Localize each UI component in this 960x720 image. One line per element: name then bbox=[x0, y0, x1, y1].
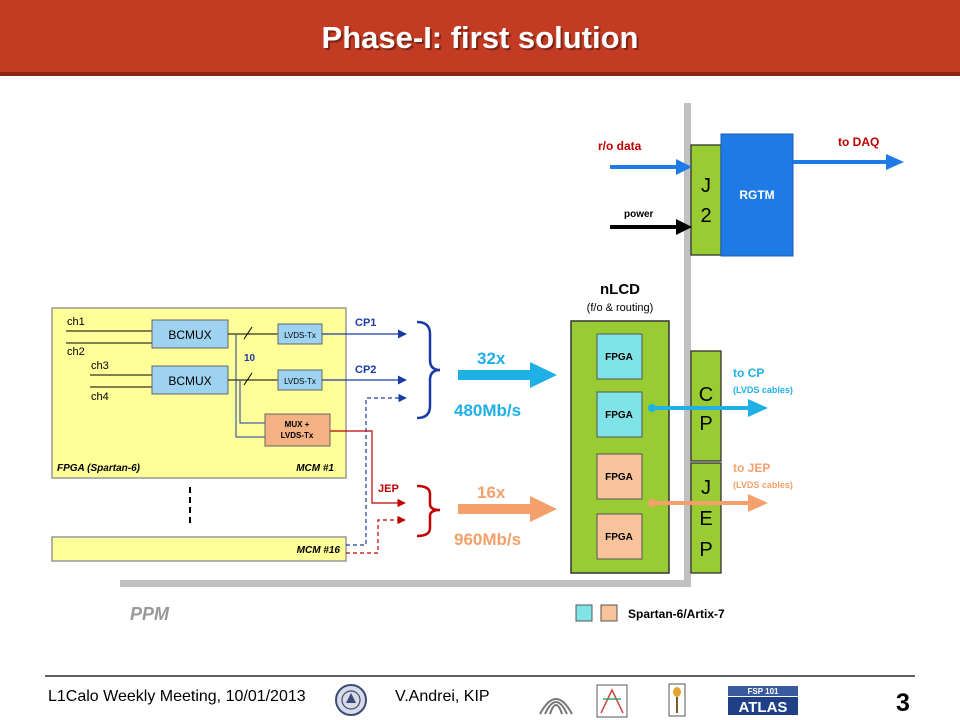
ro-data-arrow bbox=[610, 159, 692, 175]
j2-connector-j: J bbox=[701, 175, 711, 197]
j2-connector bbox=[690, 144, 722, 256]
atlas-label: ATLAS bbox=[739, 699, 788, 716]
nlcd-fpga-1-label: FPGA bbox=[605, 352, 633, 363]
title-bar: Phase-I: first solution Phase-I: first s… bbox=[0, 0, 960, 76]
fpga-spartan6-label: FPGA (Spartan-6) bbox=[57, 463, 141, 474]
ppm-label: PPM bbox=[130, 604, 170, 624]
mcm1-board: ch1 ch2 ch3 ch4 BCMUX BCMUX 10 LVDS-Tx L… bbox=[51, 307, 347, 479]
footer-author: V.Andrei, KIP bbox=[395, 688, 490, 705]
mcm16-jep-link bbox=[346, 515, 406, 554]
mux-lvds-tx-label-2: LVDS-Tx bbox=[281, 431, 314, 440]
to-jep-arrow bbox=[648, 494, 768, 512]
bcmux-1 bbox=[151, 319, 229, 349]
footer-meeting: L1Calo Weekly Meeting, 10/01/2013 bbox=[48, 688, 306, 705]
mcm16-board: MCM #16 bbox=[51, 536, 347, 562]
legend-label: Spartan-6/Artix-7 bbox=[628, 607, 725, 621]
jep-label: JEP bbox=[378, 483, 399, 495]
lvds-tx-2-label: LVDS-Tx bbox=[284, 377, 316, 386]
channel-4-label: ch4 bbox=[91, 391, 109, 403]
to-jep-label: to JEP bbox=[733, 461, 770, 475]
channel-2-label: ch2 bbox=[67, 346, 85, 358]
to-cp-sub-label: (LVDS cables) bbox=[733, 385, 793, 395]
to-daq-arrow bbox=[793, 154, 904, 170]
lvds-tx-1-label: LVDS-Tx bbox=[284, 331, 316, 340]
power-arrow bbox=[610, 219, 692, 235]
jep-fanout-arrow bbox=[458, 496, 557, 522]
nlcd-title: nLCD bbox=[600, 281, 640, 298]
rgtm-label: RGTM bbox=[739, 188, 774, 202]
nlcd-fpga-1 bbox=[596, 333, 643, 380]
jep-rate-label: 960Mb/s bbox=[454, 530, 521, 549]
footer-page-number: 3 bbox=[896, 689, 910, 717]
cp1-label: CP1 bbox=[355, 317, 376, 329]
mux-lvds-tx bbox=[264, 413, 331, 447]
fsp-label: FSP 101 bbox=[748, 687, 780, 696]
nlcd-fpga-4-label: FPGA bbox=[605, 532, 633, 543]
nlcd-fpga-3 bbox=[596, 453, 643, 500]
page-title-text: Phase-I: first solution bbox=[322, 20, 639, 55]
to-jep-sub-label: (LVDS cables) bbox=[733, 480, 793, 490]
jep-connector-j: J bbox=[701, 477, 711, 499]
cp-count-label: 32x bbox=[477, 349, 506, 368]
nlcd-fpga-3-label: FPGA bbox=[605, 472, 633, 483]
page-title: Phase-I: first solution bbox=[324, 22, 641, 57]
atlas-logo: FSP 101 ATLAS bbox=[728, 686, 798, 716]
jep-link bbox=[330, 430, 406, 508]
nlcd-fpga-2-label: FPGA bbox=[605, 410, 633, 421]
channel-3-label: ch3 bbox=[91, 360, 109, 372]
backplane bbox=[120, 103, 691, 587]
jep-brace bbox=[416, 484, 441, 538]
mux-lvds-tx-label-1: MUX + bbox=[285, 420, 310, 429]
institute-logo-icon bbox=[596, 684, 628, 718]
jep-connector bbox=[690, 462, 722, 574]
bus-width-label: 10 bbox=[244, 353, 256, 364]
to-cp-label: to CP bbox=[733, 366, 764, 380]
legend-swatch-orange bbox=[600, 604, 618, 622]
nlcd-fpga-4 bbox=[596, 513, 643, 560]
to-daq-label: to DAQ bbox=[838, 135, 879, 149]
nlcd-fpga-2 bbox=[596, 391, 643, 438]
cp-connector-c: C bbox=[699, 384, 713, 406]
mcm1-label: MCM #1 bbox=[296, 463, 334, 474]
power-label: power bbox=[624, 209, 654, 220]
university-seal-icon bbox=[335, 684, 367, 716]
cp-rate-label: 480Mb/s bbox=[454, 401, 521, 420]
mcm16-cp-link bbox=[346, 393, 407, 546]
j2-connector-2: 2 bbox=[700, 205, 711, 227]
cp-connector-p: P bbox=[699, 413, 712, 435]
kip-shell-logo-icon bbox=[539, 698, 573, 715]
bcmux-1-label: BCMUX bbox=[168, 328, 211, 342]
jep-connector-e: E bbox=[699, 508, 712, 530]
cp-fanout-arrow bbox=[458, 362, 557, 388]
torch-logo-icon bbox=[668, 683, 686, 717]
cp-brace bbox=[416, 320, 441, 420]
jep-connector-p: P bbox=[699, 539, 712, 561]
mcm16-label: MCM #16 bbox=[297, 545, 341, 556]
bcmux-2-label: BCMUX bbox=[168, 374, 211, 388]
nlcd-subtitle: (f/o & routing) bbox=[587, 302, 654, 314]
channel-1-label: ch1 bbox=[67, 316, 85, 328]
rgtm-board bbox=[720, 133, 794, 257]
legend-swatch-cyan bbox=[575, 604, 593, 622]
to-cp-arrow bbox=[648, 399, 768, 417]
jep-count-label: 16x bbox=[477, 483, 506, 502]
cp2-label: CP2 bbox=[355, 364, 376, 376]
ro-data-label: r/o data bbox=[598, 139, 642, 153]
